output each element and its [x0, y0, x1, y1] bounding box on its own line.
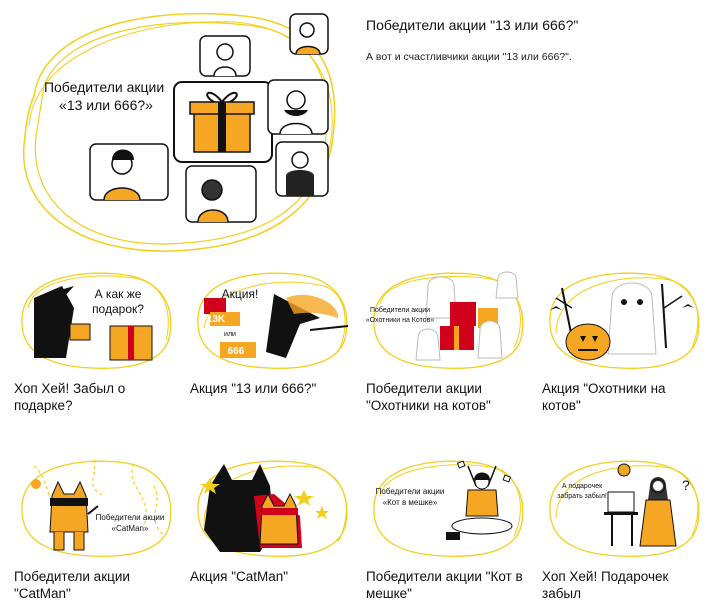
card-caption[interactable]: Победители акции "Охотники на котов" — [366, 381, 491, 413]
svg-text:Победители акции«Кот в мешке»: Победители акции«Кот в мешке» — [376, 487, 445, 507]
card-caption[interactable]: Акция "13 или 666?" — [190, 381, 317, 396]
card-cat-hunters[interactable]: Акция "Охотники на котов" — [542, 268, 706, 414]
card-cat-in-bag-winners[interactable]: Победители акции«Кот в мешке» Победители… — [366, 456, 530, 602]
card-thumbnail: Акция! 13K или 666 — [197, 272, 349, 369]
card-cat-hunters-winners[interactable]: Победители акции«Охотники на Котов» Побе… — [366, 268, 530, 414]
card-caption[interactable]: Хоп Хей! Забыл о подарке? — [14, 381, 126, 413]
card-caption[interactable]: Победители акции "Кот в мешке" — [366, 569, 523, 601]
svg-text:или: или — [224, 331, 236, 338]
card-catman-winners[interactable]: Победители акции«CatMan» Победители акци… — [14, 456, 178, 602]
featured-description: А вот и счастливчики акции "13 или 666?"… — [366, 51, 572, 63]
card-13-or-666[interactable]: Акция! 13K или 666 Акция "13 или 666?" — [190, 268, 354, 397]
featured-illustration: Победители акции «13 или 666?» — [23, 12, 336, 252]
svg-text:Победители акции«CatMan»: Победители акции«CatMan» — [96, 513, 165, 533]
card-thumbnail: Победители акции«Охотники на Котов» — [366, 271, 524, 369]
card-thumbnail: Победители акции«CatMan» — [21, 459, 172, 557]
svg-text:13K: 13K — [207, 314, 226, 325]
card-thumbnail — [549, 272, 700, 369]
card-thumbnail: Победители акции«Кот в мешке» — [373, 460, 524, 557]
card-caption[interactable]: Акция "CatMan" — [190, 569, 289, 584]
card-caption[interactable]: Хоп Хей! Подарочек забыл — [542, 569, 669, 601]
svg-text:666: 666 — [228, 346, 245, 357]
card-thumbnail — [197, 460, 348, 557]
card-catman[interactable]: Акция "CatMan" — [190, 456, 354, 585]
featured-title[interactable]: Победители акции "13 или 666?" — [366, 17, 579, 33]
card-caption[interactable]: Победители акции "CatMan" — [14, 569, 130, 601]
svg-text:Победители акции «13 или: Победители акции «13 или 666?» — [44, 79, 168, 113]
featured-image[interactable]: Победители акции «13 или 666?» — [14, 6, 344, 256]
svg-text:?: ? — [682, 477, 690, 493]
card-caption[interactable]: Акция "Охотники на котов" — [542, 381, 666, 413]
svg-text:Победители акции«Охотники на К: Победители акции«Охотники на Котов» — [366, 306, 434, 324]
svg-text:Акция!: Акция! — [222, 287, 259, 301]
